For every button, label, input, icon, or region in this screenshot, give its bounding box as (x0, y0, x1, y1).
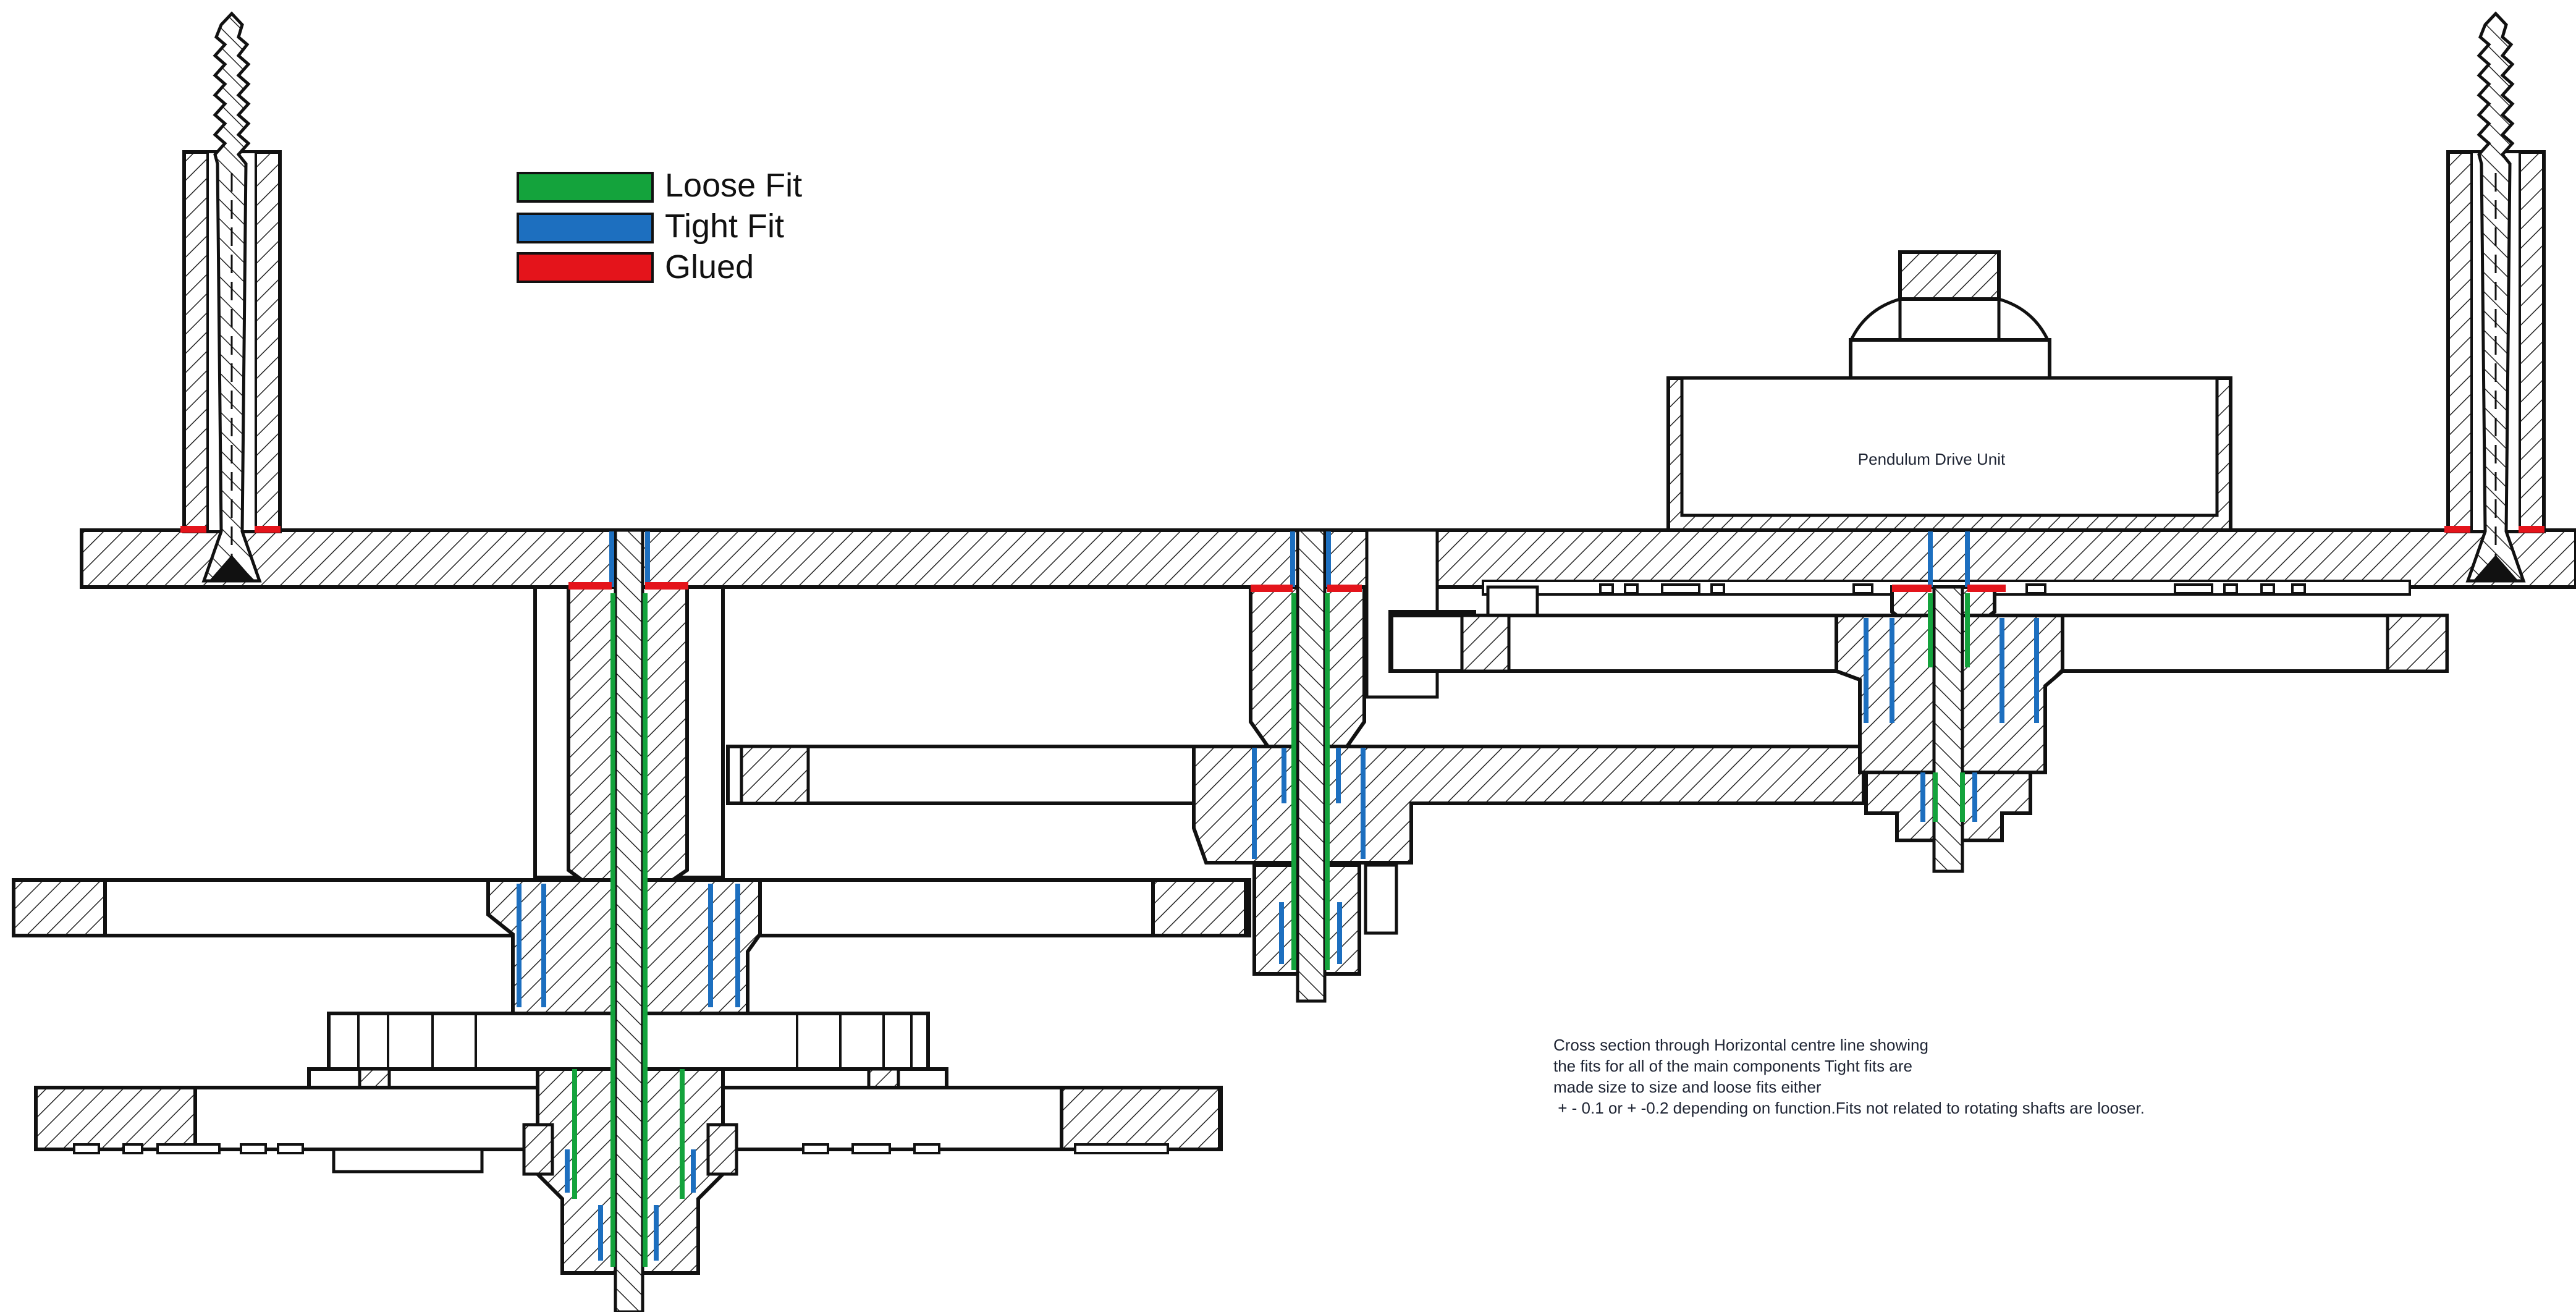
legend-swatch-loose-fit (517, 172, 654, 203)
legend-item-tight-fit: Tight Fit (517, 208, 784, 245)
note-line-3: made size to size and loose fits either (1553, 1078, 1822, 1096)
left-mounting-screw (180, 11, 282, 583)
right-arbor-assembly (1390, 531, 2449, 873)
note-line-4: + - 0.1 or + -0.2 depending on function.… (1553, 1099, 2145, 1117)
note-line-2: the fits for all of the main components … (1553, 1057, 1912, 1075)
legend-item-loose-fit: Loose Fit (517, 167, 802, 204)
legend-swatch-tight-fit (517, 213, 654, 243)
fit-legend: Loose Fit Tight Fit Glued (517, 167, 802, 285)
legend-label-loose-fit: Loose Fit (665, 167, 802, 204)
note-line-1: Cross section through Horizontal centre … (1553, 1036, 1928, 1054)
left-arbor-assembly (12, 528, 1251, 1314)
legend-label-glued: Glued (665, 248, 754, 285)
pendulum-unit-label: Pendulum Drive Unit (1858, 450, 2006, 468)
pendulum-drive-unit: Pendulum Drive Unit (1666, 250, 2232, 532)
right-mounting-screw (2444, 11, 2546, 583)
legend-label-tight-fit: Tight Fit (665, 208, 784, 245)
legend-swatch-glued (517, 252, 654, 283)
legend-item-glued: Glued (517, 248, 754, 285)
fit-tolerance-note: Cross section through Horizontal centre … (1553, 1036, 2145, 1117)
